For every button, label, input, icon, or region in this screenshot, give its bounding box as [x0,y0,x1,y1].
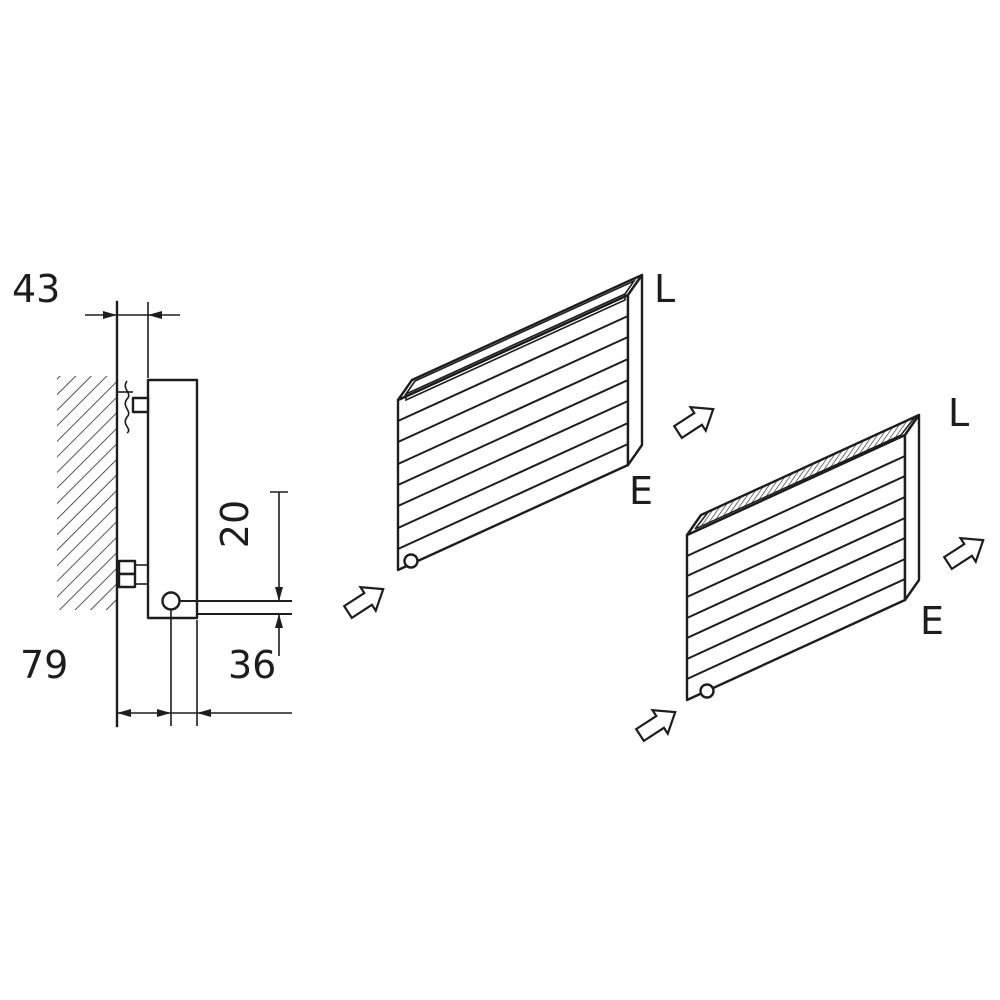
radiator-opening-lip [405,294,626,402]
radiator-slats [397,315,629,550]
dimension-36-label: 36 [228,643,276,687]
label-L-2: L [948,391,969,435]
label-E-1: E [629,469,653,513]
dimension-79-label: 79 [20,643,68,687]
wall-bracket-bottom [117,559,148,589]
dimension-20: 20 [213,491,288,656]
dimension-36: 36 [197,643,276,717]
radiator-end-face [903,413,921,602]
radiator-end-face [626,273,644,467]
radiator-profile [146,378,199,620]
radiator-top-opening [403,279,637,396]
flow-arrow-outlet-1 [672,405,715,440]
dimension-43-label: 43 [12,267,60,311]
label-E-2: E [920,599,944,643]
valve-boss [699,683,715,699]
radiator-slats [686,455,906,680]
valve-boss [403,553,419,569]
wall-bracket-top [117,380,150,434]
label-L-1: L [654,267,675,311]
wall-hatch [57,376,117,610]
dimension-43: 43 [12,267,180,319]
radiator-iso-grille-top: L E [634,391,985,743]
flow-arrow-inlet-1 [342,585,385,620]
pipe-connection [161,591,181,611]
flow-arrow-outlet-2 [942,536,985,571]
flow-arrow-inlet-2 [634,708,677,743]
radiator-top-grille [694,416,916,530]
dimension-20-label: 20 [213,500,257,548]
side-view-section: 43 20 79 36 [12,267,292,728]
radiator-iso-open-top: L E [342,267,715,620]
